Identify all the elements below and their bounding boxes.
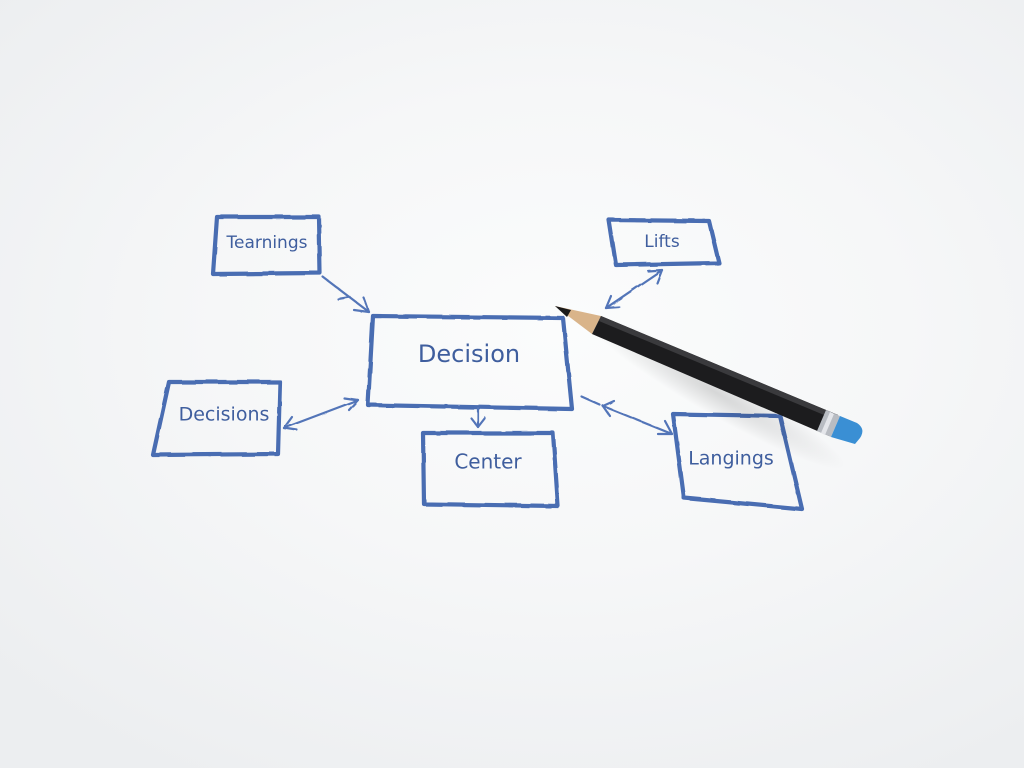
box-center [365, 313, 575, 412]
box-bottom [420, 430, 561, 509]
arrow-top-left-to-center [321, 275, 371, 314]
node-label-top-left: Tearnings [226, 233, 308, 253]
pencil-icon [555, 306, 863, 470]
arrow-center-to-bottom [469, 406, 487, 429]
box-left [150, 379, 283, 458]
arrow-center-to-left [282, 396, 360, 432]
node-label-right: Langings [688, 448, 774, 470]
node-label-bottom: Center [454, 450, 522, 474]
box-top-right [606, 217, 722, 268]
node-label-top-right: Lifts [644, 232, 680, 252]
box-top-left [210, 214, 323, 277]
node-label-center: Decision [418, 340, 520, 368]
arrow-center-to-right [580, 395, 674, 436]
node-label-left: Decisions [179, 404, 270, 426]
arrow-top-right-to-center [604, 268, 664, 310]
